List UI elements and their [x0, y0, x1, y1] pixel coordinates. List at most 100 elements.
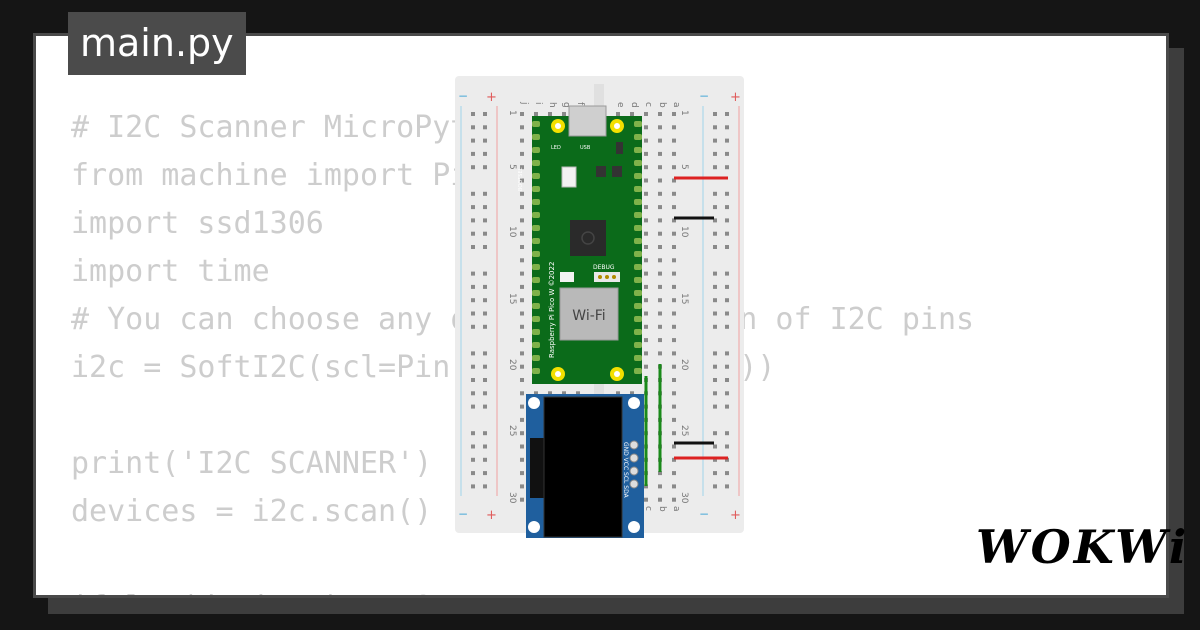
- rail-hole: [725, 271, 729, 276]
- breadboard-hole: [520, 471, 524, 476]
- breadboard-hole: [672, 311, 676, 316]
- pico-header-pin: [634, 173, 642, 179]
- rail-hole: [725, 191, 729, 196]
- column-letter: d: [629, 102, 639, 108]
- pico-header-pin: [532, 329, 540, 335]
- column-letter: f: [575, 102, 585, 106]
- breadboard-hole: [658, 497, 662, 502]
- breadboard-hole: [520, 417, 524, 422]
- breadboard-hole: [644, 497, 648, 502]
- pico-header-pin: [634, 160, 642, 166]
- breadboard-hole: [658, 351, 662, 356]
- code-line: import time: [71, 254, 270, 289]
- breadboard-hole: [520, 391, 524, 396]
- smd-component: [596, 166, 606, 177]
- rail-hole: [725, 138, 729, 143]
- rail-minus-label: −: [699, 507, 709, 521]
- wokwi-logo: WOKWi: [976, 520, 1190, 574]
- breadboard-hole: [672, 324, 676, 329]
- rail-minus-label: −: [699, 89, 709, 103]
- breadboard-hole: [644, 191, 648, 196]
- rail-hole: [471, 298, 475, 303]
- breadboard-hole: [520, 112, 524, 116]
- pico-header-pin: [532, 290, 540, 296]
- rail-hole: [483, 191, 487, 196]
- rail-hole: [471, 457, 475, 462]
- breadboard-hole: [520, 497, 524, 502]
- breadboard-hole: [658, 298, 662, 303]
- breadboard-hole: [672, 431, 676, 436]
- row-number: 25: [507, 425, 517, 436]
- breadboard-hole: [672, 271, 676, 276]
- rail-hole: [483, 138, 487, 143]
- breadboard-hole: [644, 311, 648, 316]
- breadboard-hole: [672, 245, 676, 249]
- rail-hole: [713, 218, 717, 223]
- breadboard-hole: [644, 258, 648, 263]
- breadboard-hole: [644, 338, 648, 343]
- pico-header-pin: [532, 264, 540, 270]
- oled-screen: [543, 396, 623, 538]
- mount-hole-center: [614, 371, 620, 377]
- pico-header-pin: [532, 160, 540, 166]
- pico-header-pin: [634, 277, 642, 283]
- rail-hole: [725, 311, 729, 316]
- breadboard-hole: [520, 125, 524, 130]
- pico-header-pin: [634, 303, 642, 309]
- rail-hole: [725, 205, 729, 210]
- row-number: 10: [507, 226, 517, 238]
- breadboard-hole: [658, 271, 662, 276]
- bootsel-label: BOOTSEL: [518, 167, 524, 191]
- breadboard-hole: [672, 151, 676, 156]
- breadboard-hole: [658, 324, 662, 329]
- rail-hole: [725, 404, 729, 409]
- code-line: devices = i2c.scan(): [71, 494, 433, 529]
- rail-hole: [725, 471, 729, 476]
- rail-hole: [725, 378, 729, 382]
- pico-header-pin: [532, 368, 540, 374]
- pico-header-pin: [634, 329, 642, 335]
- breadboard-hole: [672, 404, 676, 409]
- breadboard-hole: [672, 417, 676, 422]
- breadboard-hole: [672, 471, 676, 476]
- breadboard-hole: [658, 284, 662, 289]
- rail-minus-label: −: [458, 507, 468, 521]
- debug-pin: [605, 275, 609, 279]
- pico-header-pin: [532, 316, 540, 322]
- pico-model-label: Raspberry Pi Pico W ©2022: [548, 262, 556, 358]
- rail-hole: [471, 471, 475, 476]
- rail-hole: [483, 311, 487, 316]
- rail-hole: [483, 324, 487, 329]
- smd-component: [612, 166, 622, 177]
- pico-pins: [532, 121, 642, 374]
- bootsel-button: [561, 166, 577, 188]
- pico-header-pin: [634, 212, 642, 218]
- oled-ribbon: [530, 438, 544, 498]
- breadboard-hole: [520, 151, 524, 156]
- pico-header-pin: [634, 316, 642, 322]
- rail-hole: [483, 125, 487, 130]
- pico-header-pin: [634, 238, 642, 244]
- breadboard-hole: [672, 191, 676, 196]
- pico-header-pin: [532, 251, 540, 257]
- breadboard-hole: [534, 112, 538, 116]
- rail-hole: [725, 125, 729, 130]
- rail-hole: [471, 125, 475, 130]
- file-tab[interactable]: main.py: [68, 12, 246, 75]
- rail-hole: [483, 404, 487, 409]
- pico-header-pin: [634, 186, 642, 192]
- breadboard-hole: [520, 138, 524, 143]
- row-number: 30: [679, 492, 689, 504]
- breadboard-hole: [672, 484, 676, 489]
- pico-header-pin: [634, 342, 642, 348]
- smd-component: [560, 272, 574, 282]
- rail-hole: [483, 471, 487, 476]
- column-letter: g: [561, 102, 571, 108]
- breadboard-hole: [644, 231, 648, 236]
- rail-hole: [483, 298, 487, 303]
- breadboard-hole: [658, 258, 662, 263]
- rail-hole: [713, 484, 717, 489]
- breadboard-hole: [644, 218, 648, 223]
- breadboard-hole: [644, 484, 648, 489]
- breadboard-hole: [672, 298, 676, 303]
